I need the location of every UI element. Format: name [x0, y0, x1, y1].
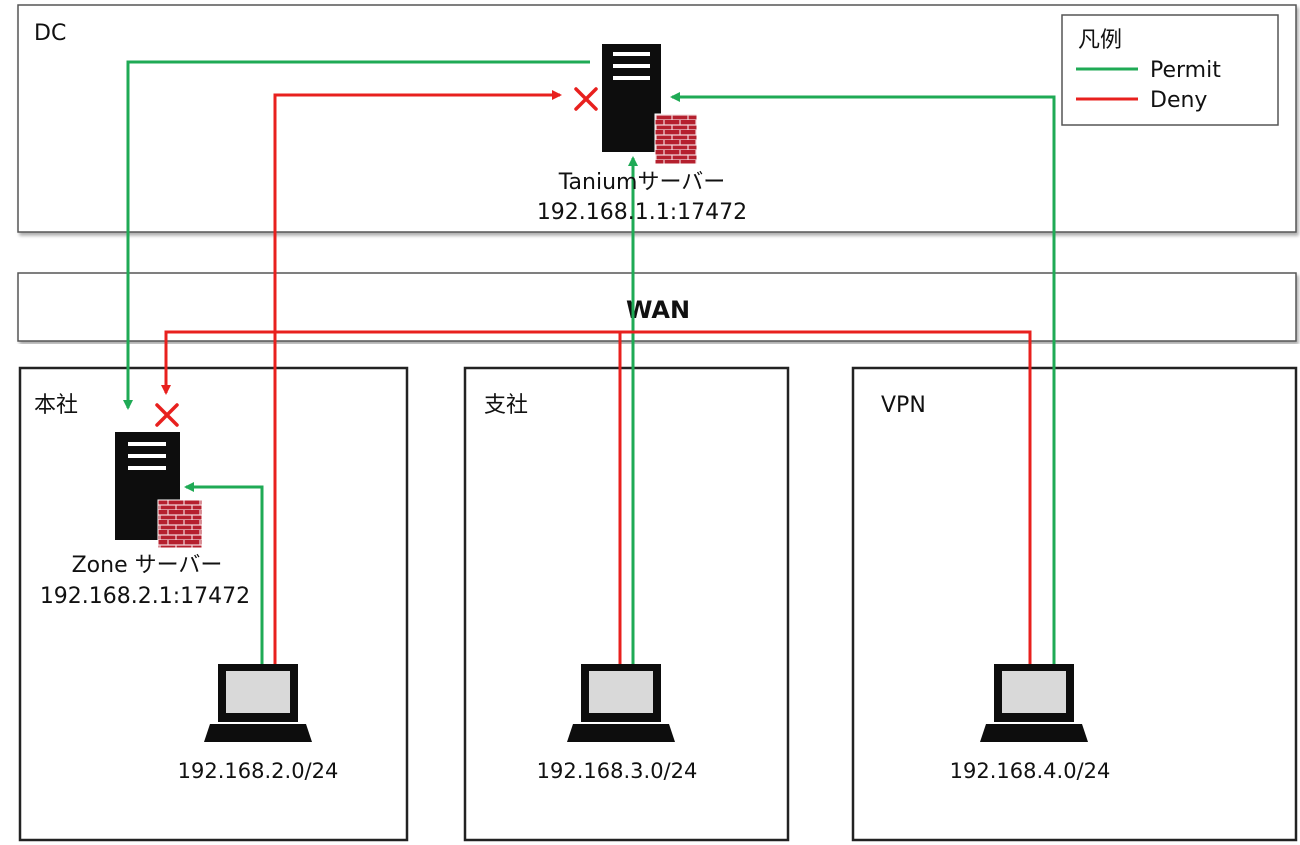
zone-wan: WAN [17, 272, 1297, 342]
tanium-server-address: 192.168.1.1:17472 [537, 200, 747, 225]
tanium-server-name: Taniumサーバー [558, 170, 726, 195]
deny-honsha-to-tanium [273, 90, 562, 665]
deny-vpn-to-zone [620, 330, 1032, 665]
client-vpn-subnet: 192.168.4.0/24 [950, 759, 1111, 783]
laptop-icon [567, 664, 675, 742]
connections [123, 60, 1056, 665]
server-icon [602, 44, 661, 152]
firewall-icon [654, 113, 698, 165]
deny-x-icon [574, 87, 598, 111]
zone-shisha-label: 支社 [484, 393, 528, 418]
deny-shisha-to-zone [161, 330, 622, 665]
zone-shisha: 支社 [463, 366, 790, 842]
legend-permit-label: Permit [1150, 58, 1221, 83]
permit-tanium-to-zone [123, 60, 590, 410]
zone-vpn-label: VPN [881, 393, 926, 418]
legend-title: 凡例 [1078, 28, 1122, 53]
legend-deny-label: Deny [1150, 88, 1207, 113]
zone-dc-label: DC [34, 21, 66, 46]
zone-server: Zone サーバー 192.168.2.1:17472 [40, 432, 250, 609]
laptop-icon [204, 664, 312, 742]
client-vpn: 192.168.4.0/24 [950, 664, 1111, 783]
zone-server-address: 192.168.2.1:17472 [40, 584, 250, 609]
zone-honsha-label: 本社 [34, 393, 78, 418]
zone-vpn: VPN [851, 366, 1298, 842]
client-shisha-subnet: 192.168.3.0/24 [537, 759, 698, 783]
permit-vpn-to-tanium [670, 92, 1056, 665]
laptop-icon [980, 664, 1088, 742]
tanium-server: Taniumサーバー 192.168.1.1:17472 [537, 44, 747, 225]
zone-honsha: 本社 [18, 366, 409, 842]
deny-x-icon [155, 403, 179, 427]
client-honsha: 192.168.2.0/24 [178, 664, 339, 783]
client-shisha: 192.168.3.0/24 [537, 664, 698, 783]
permit-honsha-to-zone [184, 482, 264, 665]
zone-wan-label: WAN [626, 296, 690, 324]
zone-server-name: Zone サーバー [72, 553, 223, 578]
legend: 凡例 Permit Deny [1061, 14, 1279, 126]
firewall-icon [157, 499, 203, 549]
client-honsha-subnet: 192.168.2.0/24 [178, 759, 339, 783]
